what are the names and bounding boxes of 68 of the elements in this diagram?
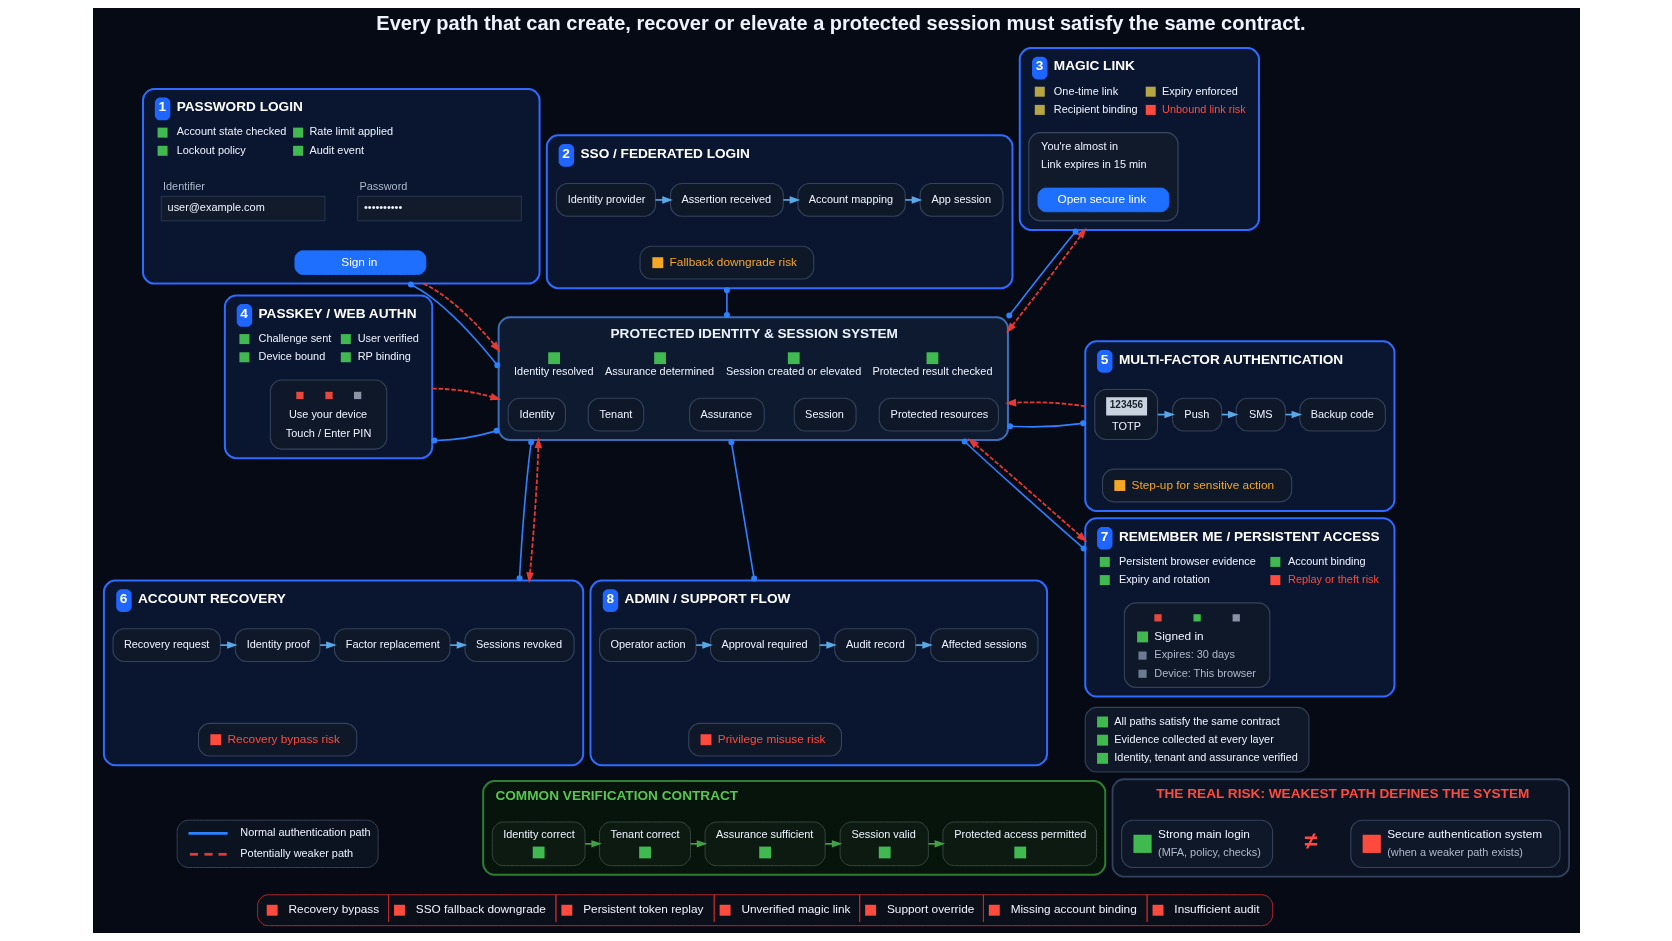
arrow <box>782 196 800 204</box>
node-box: Assertion received <box>669 183 784 217</box>
node-box: Identity correct <box>491 821 585 867</box>
node-box: Protected resources <box>878 397 999 432</box>
node-box: Assurance sufficient <box>704 821 826 867</box>
node-label: Password <box>358 179 407 192</box>
node-box: Protected access permitted <box>941 821 1097 867</box>
arrow <box>430 387 501 401</box>
connector <box>1005 228 1079 319</box>
connector <box>407 281 500 369</box>
arrow <box>219 641 238 649</box>
node-box: Sign in <box>293 250 426 275</box>
node-box: Approval required <box>709 628 820 663</box>
node-box: Recovery request <box>111 628 221 663</box>
node-box: Fallback downgrade risk <box>639 245 814 280</box>
node-box: Affected sessions <box>929 628 1038 663</box>
arrow <box>1005 227 1086 334</box>
node-box: Identity proof <box>234 628 320 663</box>
node-label: Identifier <box>162 179 205 192</box>
node-box: Recovery bypass risk <box>197 722 357 757</box>
node-box: Privilege misuse risk <box>687 722 842 757</box>
arrow <box>823 840 842 848</box>
node-box: Tenant correct <box>598 821 691 867</box>
node-box: Factor replacement <box>333 628 450 663</box>
arrow <box>525 437 542 584</box>
node-box: App session <box>919 183 1003 217</box>
arrow <box>583 840 602 848</box>
node-box: Session <box>793 397 857 432</box>
node-box: Backup code <box>1298 397 1386 432</box>
arrow <box>694 641 713 649</box>
arrow <box>422 282 500 353</box>
node-box: Open secure link <box>1037 187 1169 213</box>
node-box: Account mapping <box>796 183 906 217</box>
connector <box>727 439 757 582</box>
node-box: Secure authentication system (when a weaker path exists) <box>1349 819 1561 869</box>
node-box: Use your device Touch / Enter PIN <box>269 379 387 450</box>
node-box: All paths satisfy the same contract Evidence collected at every layer Identity, tenant and assurance verified <box>1084 706 1309 773</box>
arrow <box>914 641 933 649</box>
arrow <box>903 196 922 204</box>
legend-label: Normal authentication path <box>239 826 371 839</box>
connector <box>516 439 534 582</box>
arrow <box>927 840 945 848</box>
arrow <box>1004 398 1086 408</box>
arrow <box>818 641 837 649</box>
node-box: Operator action <box>598 628 697 663</box>
node-box: Audit record <box>833 628 916 663</box>
label: ≠ <box>1304 827 1318 854</box>
node-box: Sessions revoked <box>463 628 575 663</box>
node-box: Identity provider <box>555 183 656 217</box>
node-box: Strong main login (MFA, policy, checks) <box>1120 819 1273 869</box>
arrow <box>448 641 467 649</box>
connector <box>1006 420 1086 430</box>
node-box: Tenant <box>587 397 644 432</box>
node-box: Push <box>1171 397 1222 432</box>
node-box: Identity <box>507 397 566 432</box>
node-box: 123456 TOTP <box>1093 389 1158 441</box>
node-box: Assurance <box>688 397 765 432</box>
node-box: SMS <box>1235 397 1286 432</box>
arrow <box>654 196 673 204</box>
connector <box>430 427 500 444</box>
node-box: Signed in Expires: 30 days Device: This browser <box>1123 602 1270 688</box>
arrow <box>318 641 337 649</box>
connector <box>723 287 730 319</box>
node-box: Step-up for sensitive action <box>1101 468 1292 503</box>
arrow <box>689 840 707 848</box>
diagram-title: Every path that can create, recover or elevate a protected session must satisfy the same contract. <box>375 12 1306 35</box>
node-box: Session valid <box>839 821 929 867</box>
legend-label: Potentially weaker path <box>239 847 353 860</box>
